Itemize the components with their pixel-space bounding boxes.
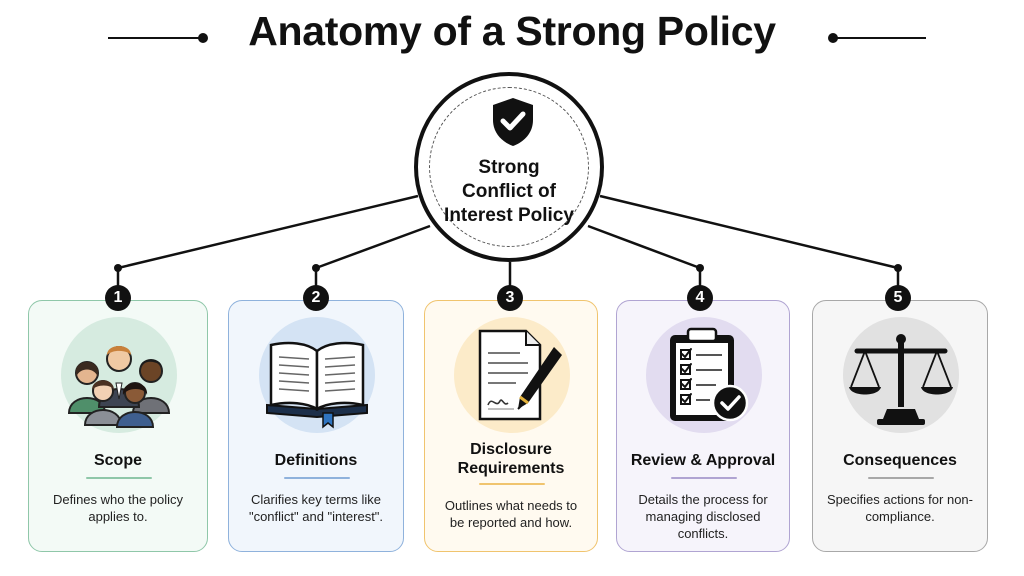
hub-label-line: Conflict of <box>462 181 556 202</box>
card-description: Specifies actions for non-compliance. <box>827 492 973 524</box>
document-pen-icon <box>478 329 562 421</box>
step-badge-5: 5 <box>885 285 911 311</box>
card-art-circle <box>646 317 762 433</box>
connector-1-node <box>114 264 122 272</box>
card-description: Clarifies key terms like "conflict" and … <box>248 492 384 524</box>
step-badge-1: 1 <box>105 285 131 311</box>
team-people-icon <box>67 346 171 428</box>
balance-scale-icon <box>849 334 953 425</box>
step-badge-4: 4 <box>687 285 713 311</box>
shield-check-icon <box>493 98 533 146</box>
central-policy-hub: Strong Conflict of Interest Policy <box>414 72 604 262</box>
step-badge-3: 3 <box>497 285 523 311</box>
card-art-circle <box>454 317 570 433</box>
card-accent-rule <box>671 477 737 479</box>
connector-5 <box>599 194 899 270</box>
component-card-scope: Scope Defines who the policy applies to. <box>28 300 208 552</box>
component-card-disclosure-requirements: Disclosure Requirements Outlines what ne… <box>424 300 598 552</box>
card-description: Details the process for managing disclos… <box>638 492 768 541</box>
card-description: Outlines what needs to be reported and h… <box>444 498 578 530</box>
component-card-consequences: Consequences Specifies actions for non-c… <box>812 300 988 552</box>
card-art-circle <box>61 317 177 433</box>
step-badge-2: 2 <box>303 285 329 311</box>
card-title: Disclosure Requirements <box>431 440 591 478</box>
connector-2 <box>315 224 431 270</box>
card-art-circle <box>843 317 959 433</box>
connector-4-node <box>696 264 704 272</box>
card-accent-rule <box>284 477 350 479</box>
card-accent-rule <box>86 477 152 479</box>
card-title: Scope <box>93 452 142 469</box>
card-accent-rule <box>868 477 934 479</box>
card-title: Consequences <box>843 452 957 469</box>
card-accent-rule <box>479 483 545 485</box>
connector-2-node <box>312 264 320 272</box>
connector-1 <box>117 194 419 270</box>
card-title: Definitions <box>274 452 358 469</box>
hub-label-line: Interest Policy <box>444 205 574 226</box>
open-book-icon <box>266 341 368 429</box>
title-rule-left <box>108 37 202 39</box>
component-card-definitions: Definitions Clarifies key terms like "co… <box>228 300 404 552</box>
title-dot-left <box>198 33 208 43</box>
hub-label: Strong Conflict of Interest Policy <box>436 156 582 228</box>
page-title: Anatomy of a Strong Policy <box>248 8 776 54</box>
card-title-text: Disclosure Requirements <box>457 441 565 477</box>
connector-4 <box>587 224 701 270</box>
card-title: Review & Approval <box>630 452 776 469</box>
card-description: Defines who the policy applies to. <box>52 492 184 524</box>
checklist-clipboard-icon <box>670 327 749 422</box>
component-card-review-approval: Review & Approval Details the process fo… <box>616 300 790 552</box>
hub-label-line: Strong <box>478 157 540 178</box>
hub-dashed-ring <box>429 87 589 247</box>
card-art-circle <box>259 317 375 433</box>
title-rule-right <box>832 37 926 39</box>
connector-5-node <box>894 264 902 272</box>
